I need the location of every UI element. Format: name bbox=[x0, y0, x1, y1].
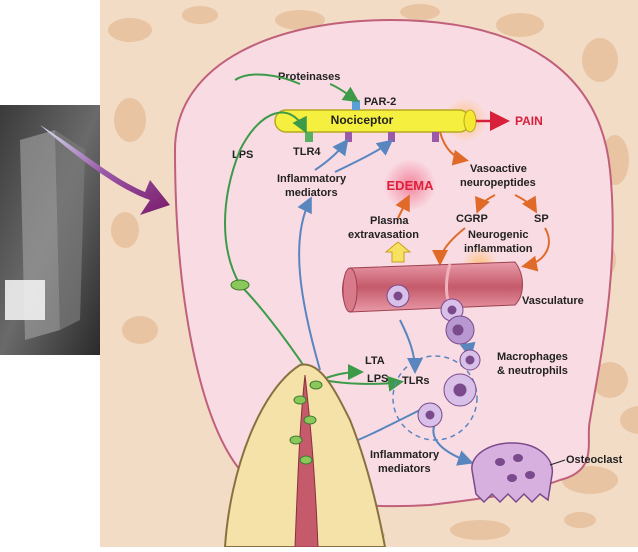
macrophages-neutrophils-label: Macrophages & neutrophils bbox=[497, 351, 571, 377]
immune-cluster-outline bbox=[392, 355, 478, 441]
proteinases-label: Proteinases bbox=[278, 71, 340, 83]
tlr4-receptor bbox=[305, 132, 313, 142]
purple-arrow-icon bbox=[40, 125, 170, 215]
pain-label: PAIN bbox=[515, 114, 543, 128]
dental-xray-image bbox=[0, 105, 100, 355]
inflammatory-mediators-bottom-label: Inflammatory mediators bbox=[370, 449, 442, 475]
inflammatory-mediators-top-label: Inflammatory mediators bbox=[277, 173, 349, 199]
tlrs-label: TLRs bbox=[402, 375, 430, 387]
periapical-lesion bbox=[173, 18, 614, 508]
vessel-cells bbox=[386, 284, 475, 345]
cgrp-label: CGRP bbox=[456, 213, 488, 225]
edema-label: EDEMA bbox=[387, 178, 435, 193]
par2-label: PAR-2 bbox=[364, 96, 396, 108]
nociceptor-label: Nociceptor bbox=[331, 113, 394, 127]
osteoclast-label: Osteoclast bbox=[566, 454, 623, 466]
blood-vessel bbox=[342, 261, 523, 313]
lps-top-label: LPS bbox=[232, 149, 253, 161]
tlr4-label: TLR4 bbox=[293, 146, 321, 158]
osteoclast-cell bbox=[471, 442, 554, 504]
vasculature-label: Vasculature bbox=[522, 295, 584, 307]
par2-receptor bbox=[352, 100, 360, 110]
lta-label: LTA bbox=[365, 355, 385, 367]
macrophage-cells bbox=[417, 349, 481, 428]
bacterium-icon bbox=[230, 279, 250, 291]
plasma-extravasation-label: Plasma extravasation bbox=[348, 215, 419, 241]
root-bacteria bbox=[289, 380, 323, 465]
extravasation-arrow-icon bbox=[384, 241, 412, 263]
sp-label: SP bbox=[534, 213, 549, 225]
lps-bottom-label: LPS bbox=[367, 373, 388, 385]
vasoactive-neuropeptides-label: Vasoactive neuropeptides bbox=[460, 163, 536, 189]
